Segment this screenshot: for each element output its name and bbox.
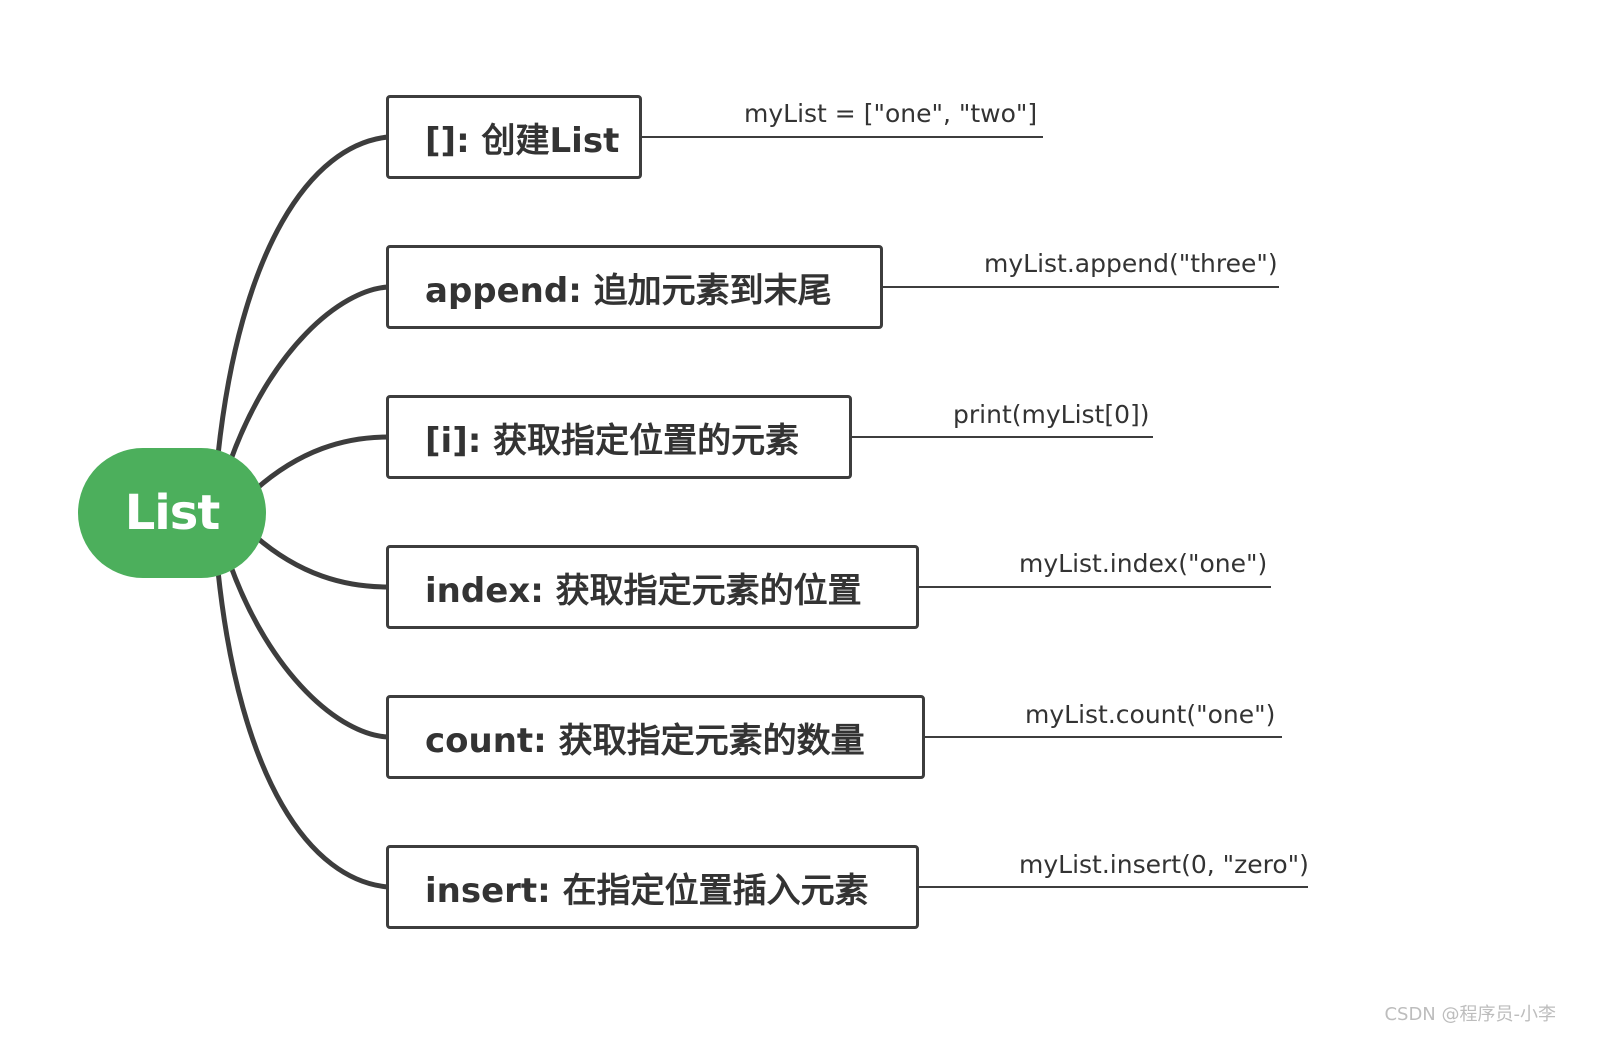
branch-connector-5 bbox=[215, 568, 391, 890]
root-node-list[interactable]: List bbox=[78, 448, 266, 578]
branch-connector-1 bbox=[227, 284, 391, 465]
branch-connector-4 bbox=[227, 561, 391, 740]
branch-node-index-access[interactable]: [i]: 获取指定位置的元素 bbox=[386, 395, 852, 479]
leaf-example-create: myList = ["one", "two"] bbox=[744, 99, 1038, 128]
branch-connector-3 bbox=[252, 533, 391, 590]
branch-label: insert: 在指定位置插入元素 bbox=[425, 870, 869, 911]
branch-connector-0 bbox=[215, 134, 391, 458]
leaf-example-count: myList.count("one") bbox=[1025, 700, 1276, 729]
leaf-example-insert: myList.insert(0, "zero") bbox=[1019, 850, 1309, 879]
leaf-example-append: myList.append("three") bbox=[984, 249, 1278, 278]
branch-node-create[interactable]: []: 创建List bbox=[386, 95, 642, 179]
watermark: CSDN @程序员-小李 bbox=[1384, 1004, 1556, 1025]
leaf-example-index-access: print(myList[0]) bbox=[953, 400, 1150, 429]
branch-label: append: 追加元素到末尾 bbox=[425, 270, 832, 311]
branch-label: [i]: 获取指定位置的元素 bbox=[425, 420, 800, 461]
branch-label: []: 创建List bbox=[425, 120, 620, 161]
root-node-label: List bbox=[124, 485, 221, 541]
branch-connector-2 bbox=[252, 434, 391, 493]
branch-node-append[interactable]: append: 追加元素到末尾 bbox=[386, 245, 883, 329]
branch-label: index: 获取指定元素的位置 bbox=[425, 570, 862, 611]
branch-node-count[interactable]: count: 获取指定元素的数量 bbox=[386, 695, 925, 779]
branch-label: count: 获取指定元素的数量 bbox=[425, 720, 865, 761]
branch-node-insert[interactable]: insert: 在指定位置插入元素 bbox=[386, 845, 919, 929]
leaf-example-index: myList.index("one") bbox=[1019, 549, 1268, 578]
branch-node-index[interactable]: index: 获取指定元素的位置 bbox=[386, 545, 919, 629]
